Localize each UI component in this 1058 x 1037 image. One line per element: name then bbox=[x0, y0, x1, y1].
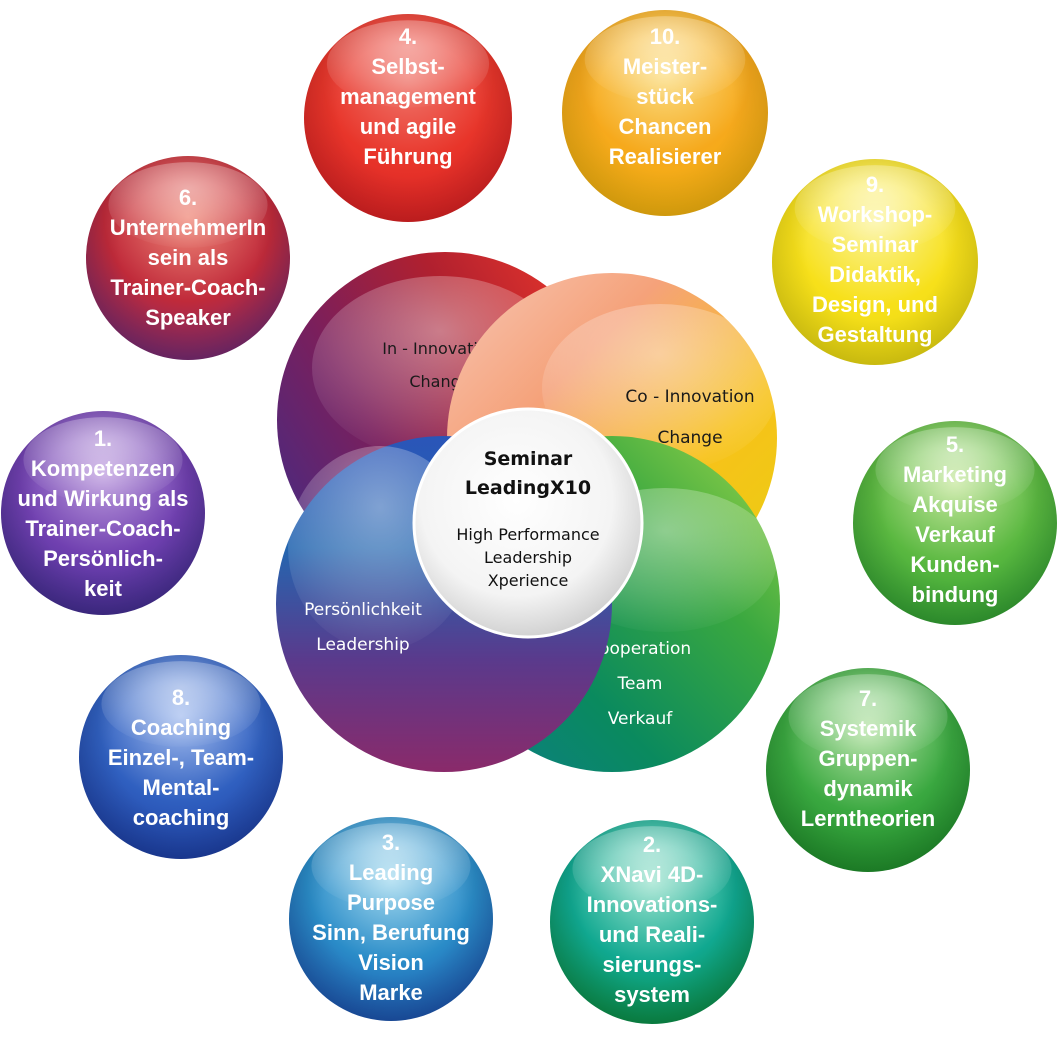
orb-label-module-7-1: 7. bbox=[859, 686, 877, 711]
orb-label-module-1-5: Persönlich- bbox=[43, 546, 163, 571]
orb-label-module-1-1: 1. bbox=[94, 426, 112, 451]
orb-label-module-6-1: 6. bbox=[179, 185, 197, 210]
orb-label-module-9-6: Gestaltung bbox=[818, 322, 933, 347]
orb-label-module-9-2: Workshop- bbox=[818, 202, 932, 227]
orb-label-module-5-3: Akquise bbox=[912, 492, 998, 517]
orb-label-module-3-5: Vision bbox=[358, 950, 424, 975]
orb-label-module-10-2: Meister- bbox=[623, 54, 707, 79]
orb-label-module-2-3: Innovations- bbox=[587, 892, 718, 917]
center-title-line-1: Seminar bbox=[484, 448, 573, 470]
orb-label-module-5-1: 5. bbox=[946, 432, 964, 457]
orb-label-module-10-1: 10. bbox=[650, 24, 681, 49]
orb-label-module-6-2: UnternehmerIn bbox=[110, 215, 266, 240]
orb-gloss-module-2 bbox=[572, 826, 732, 912]
orb-label-module-2-4: und Reali- bbox=[599, 922, 705, 947]
orb-label-module-6-5: Speaker bbox=[145, 305, 231, 330]
core-label-kooperation-2: Team bbox=[617, 674, 663, 694]
center-circle: Seminar LeadingX10 High Performance Lead… bbox=[412, 407, 644, 639]
orb-label-module-9-4: Didaktik, bbox=[829, 262, 921, 287]
core-label-in-innovation-1: In - Innovation bbox=[382, 339, 498, 358]
orb-gloss-module-10 bbox=[584, 16, 746, 103]
orb-label-module-8-4: Mental- bbox=[143, 775, 220, 800]
orb-gloss-module-8 bbox=[101, 661, 261, 747]
orb-label-module-10-4: Chancen bbox=[619, 114, 712, 139]
orb-label-module-2-2: XNavi 4D- bbox=[601, 862, 704, 887]
orb-label-module-10-3: stück bbox=[636, 84, 694, 109]
orb-label-module-2-6: system bbox=[614, 982, 690, 1007]
core-label-in-innovation-2: Change bbox=[409, 372, 470, 391]
orb-module-2: 2. XNavi 4D- Innovations-und Reali-sierung… bbox=[550, 820, 754, 1024]
orb-label-module-1-3: und Wirkung als bbox=[18, 486, 189, 511]
orb-label-module-7-4: dynamik bbox=[823, 776, 913, 801]
orb-label-module-3-1: 3. bbox=[382, 830, 400, 855]
orb-label-module-8-3: Einzel-, Team- bbox=[108, 745, 254, 770]
orb-label-module-7-5: Lerntheorien bbox=[801, 806, 935, 831]
center-subtitle-line-3: Xperience bbox=[488, 571, 569, 590]
orb-module-1: 1. Kompetenzen und Wirkung alsTrainer-Coac… bbox=[1, 411, 205, 615]
orb-label-module-8-2: Coaching bbox=[131, 715, 231, 740]
core-label-persoenlichkeit-1: Persönlichkeit bbox=[304, 600, 422, 620]
orb-label-module-1-2: Kompetenzen bbox=[31, 456, 175, 481]
orb-label-module-7-3: Gruppen- bbox=[819, 746, 918, 771]
orb-label-module-3-4: Sinn, Berufung bbox=[312, 920, 470, 945]
core-label-co-innovation-1: Co - Innovation bbox=[625, 387, 754, 407]
core-label-kooperation-1: Kooperation bbox=[589, 639, 691, 659]
core-label-persoenlichkeit-2: Leadership bbox=[316, 635, 409, 655]
center-disc bbox=[412, 407, 644, 639]
core-label-kooperation-3: Verkauf bbox=[608, 709, 673, 729]
orb-label-module-4-2: Selbst- bbox=[371, 54, 444, 79]
orb-label-module-2-1: 2. bbox=[643, 832, 661, 857]
orb-label-module-4-3: management bbox=[340, 84, 476, 109]
orb-label-module-5-5: Kunden- bbox=[910, 552, 999, 577]
orb-label-module-9-5: Design, und bbox=[812, 292, 938, 317]
orb-label-module-5-4: Verkauf bbox=[915, 522, 995, 547]
center-subtitle-line-1: High Performance bbox=[456, 525, 599, 544]
center-title-line-2: LeadingX10 bbox=[465, 477, 591, 499]
orb-label-module-1-4: Trainer-Coach- bbox=[25, 516, 180, 541]
orb-gloss-module-3 bbox=[311, 823, 471, 909]
orb-label-module-4-5: Führung bbox=[363, 144, 452, 169]
orb-label-module-10-5: Realisierer bbox=[609, 144, 722, 169]
orb-label-module-2-5: sierungs- bbox=[602, 952, 701, 977]
orb-gloss-module-6 bbox=[108, 162, 268, 248]
orb-gloss-module-9 bbox=[794, 165, 956, 252]
orb-label-module-5-2: Marketing bbox=[903, 462, 1007, 487]
orb-label-module-5-6: bindung bbox=[912, 582, 999, 607]
orb-label-module-3-3: Purpose bbox=[347, 890, 435, 915]
orb-gloss-module-7 bbox=[788, 674, 948, 760]
orb-label-module-6-3: sein als bbox=[148, 245, 229, 270]
orb-label-module-7-2: Systemik bbox=[820, 716, 917, 741]
orb-label-module-4-4: und agile bbox=[360, 114, 457, 139]
orb-label-module-3-2: Leading bbox=[349, 860, 433, 885]
core-gloss-co-innovation bbox=[542, 304, 778, 472]
orb-gloss-module-4 bbox=[326, 20, 490, 108]
orb-label-module-3-6: Marke bbox=[359, 980, 423, 1005]
core-label-co-innovation-2: Change bbox=[657, 428, 722, 448]
orb-label-module-1-6: keit bbox=[84, 576, 123, 601]
orb-gloss-module-5 bbox=[875, 427, 1035, 513]
orb-label-module-8-1: 8. bbox=[172, 685, 190, 710]
orb-gloss-module-1 bbox=[23, 417, 183, 503]
orb-label-module-9-3: Seminar bbox=[832, 232, 919, 257]
orb-label-module-4-1: 4. bbox=[399, 24, 417, 49]
orb-label-module-9-1: 9. bbox=[866, 172, 884, 197]
center-subtitle-line-2: Leadership bbox=[484, 548, 572, 567]
orb-label-module-6-4: Trainer-Coach- bbox=[110, 275, 265, 300]
orb-label-module-8-5: coaching bbox=[133, 805, 230, 830]
